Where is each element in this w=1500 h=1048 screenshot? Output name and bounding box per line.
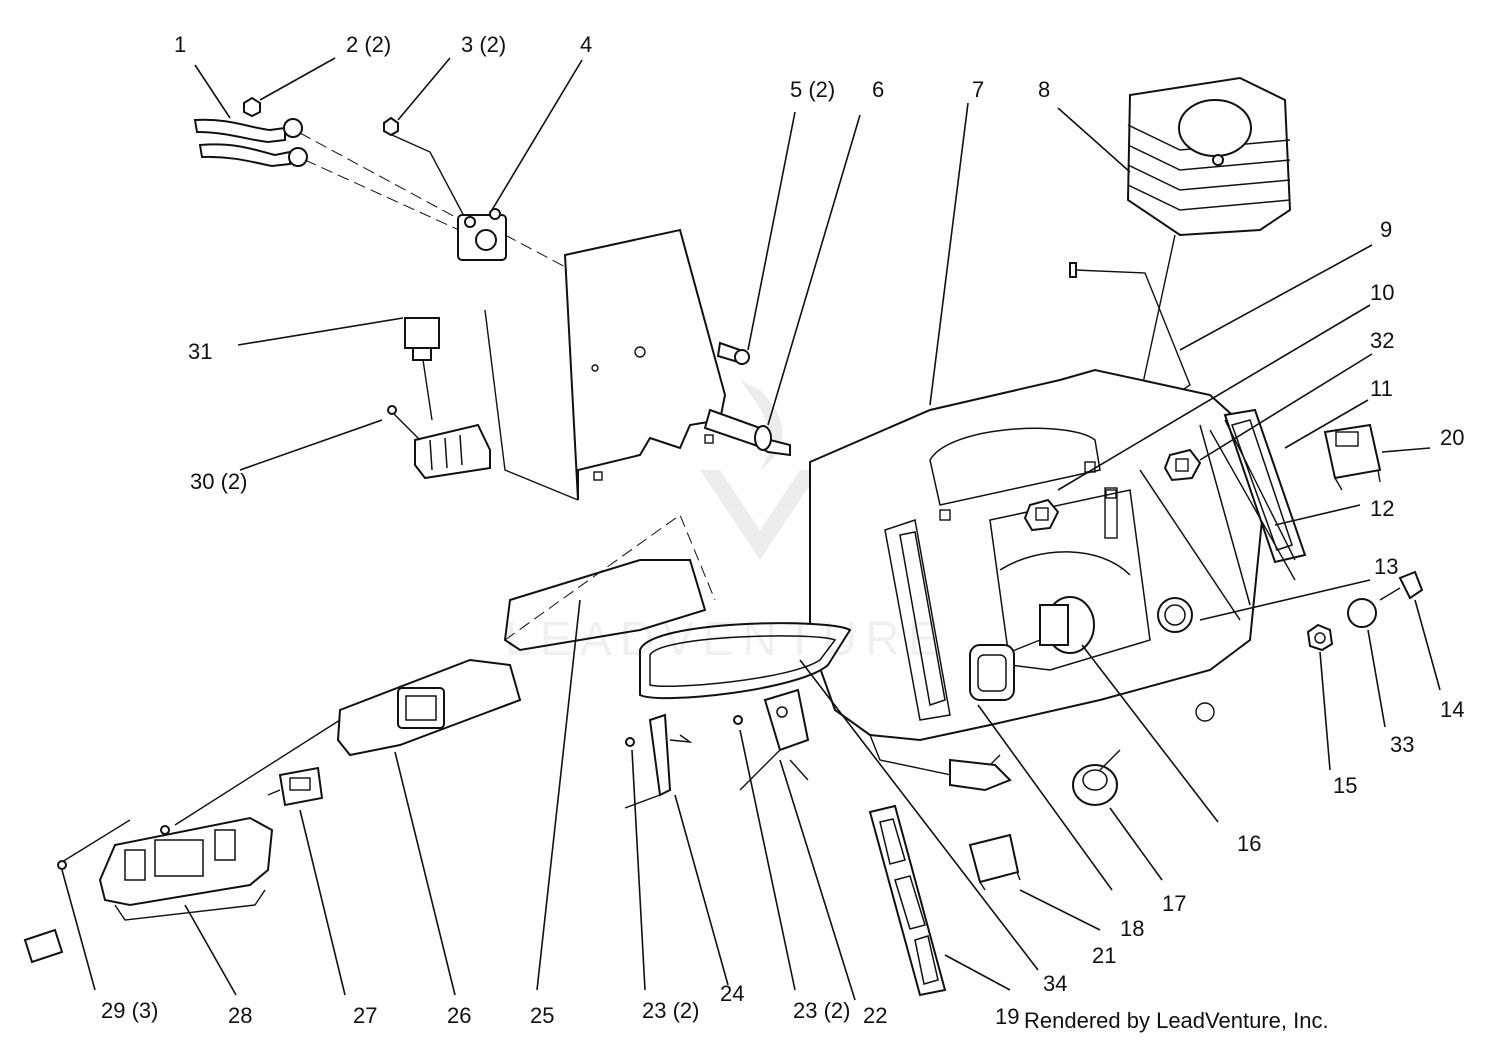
part-3-nut <box>383 116 466 219</box>
callout-2: 2 (2) <box>346 32 392 57</box>
callout-1: 1 <box>174 32 187 57</box>
callout-9: 9 <box>1380 217 1393 242</box>
callout-28: 28 <box>228 1003 253 1028</box>
mounting-bracket <box>484 228 727 501</box>
part-22-linkage <box>733 688 810 791</box>
part-21-switch <box>968 833 1021 891</box>
callout-5: 5 (2) <box>790 77 836 102</box>
part-32-knob <box>1163 448 1202 482</box>
part-25-panel <box>503 514 716 652</box>
leader-lines <box>61 57 1441 1001</box>
part-1-cables <box>193 118 471 236</box>
callout-26: 26 <box>447 1003 472 1028</box>
callout-11: 11 <box>1370 376 1393 401</box>
callout-19: 19 <box>995 1004 1020 1029</box>
part-27-switch <box>267 766 324 807</box>
part-31-relay <box>404 317 440 421</box>
callout-13: 13 <box>1374 554 1399 579</box>
credit-text: Rendered by LeadVenture, Inc. <box>1024 1008 1329 1033</box>
part-20-switch <box>1323 423 1382 491</box>
callout-23-right: 23 (2) <box>793 998 851 1023</box>
callout-33: 33 <box>1390 732 1415 757</box>
part-29-screws <box>23 719 341 964</box>
callout-10: 10 <box>1370 280 1395 305</box>
part-13-bezel <box>1157 597 1193 633</box>
part-18-cover <box>969 644 1015 701</box>
part-30-fuse-block <box>387 405 491 480</box>
part-15-nut <box>1306 623 1334 652</box>
part-10-knob <box>1023 498 1060 532</box>
callout-22: 22 <box>863 1003 888 1028</box>
callout-32: 32 <box>1370 328 1395 353</box>
callout-3: 3 (2) <box>461 32 507 57</box>
callout-17: 17 <box>1162 891 1187 916</box>
callout-18: 18 <box>1120 916 1145 941</box>
callout-30: 30 (2) <box>190 469 248 494</box>
callout-14: 14 <box>1440 697 1465 722</box>
callout-25: 25 <box>530 1003 555 1028</box>
watermark-text: LEADVENTURE <box>505 613 948 666</box>
part-16-ignition <box>989 596 1095 661</box>
callout-16: 16 <box>1237 831 1262 856</box>
part-6-spacer <box>703 408 791 457</box>
part-2-nut <box>243 96 261 118</box>
callout-24: 24 <box>720 981 745 1006</box>
callout-29: 29 (3) <box>101 998 159 1023</box>
callout-20: 20 <box>1440 425 1465 450</box>
part-26-plate <box>336 658 522 757</box>
part-33-cap <box>1347 598 1377 628</box>
callout-12: 12 <box>1370 496 1395 521</box>
part-7-console-housing <box>809 368 1264 792</box>
callout-4: 4 <box>580 32 593 57</box>
part-24-linkage <box>624 713 693 809</box>
callout-34: 34 <box>1043 971 1068 996</box>
callout-7: 7 <box>972 77 985 102</box>
callout-6: 6 <box>872 77 885 102</box>
callout-31: 31 <box>188 339 213 364</box>
part-17-hour-meter <box>1072 749 1121 806</box>
part-28-housing <box>98 816 274 921</box>
callout-21: 21 <box>1092 943 1117 968</box>
part-14-knob <box>1379 570 1424 601</box>
part-11-trim-strip <box>1223 408 1307 564</box>
callout-8: 8 <box>1038 77 1051 102</box>
callout-23-left: 23 (2) <box>642 998 700 1023</box>
part-12-channel <box>1209 419 1296 581</box>
part-34-bezel <box>639 622 852 700</box>
part-5-bolt <box>716 341 750 365</box>
callout-27: 27 <box>353 1003 378 1028</box>
part-8-boot <box>1126 76 1292 421</box>
callout-15: 15 <box>1333 773 1358 798</box>
part-19-trim <box>868 804 947 997</box>
